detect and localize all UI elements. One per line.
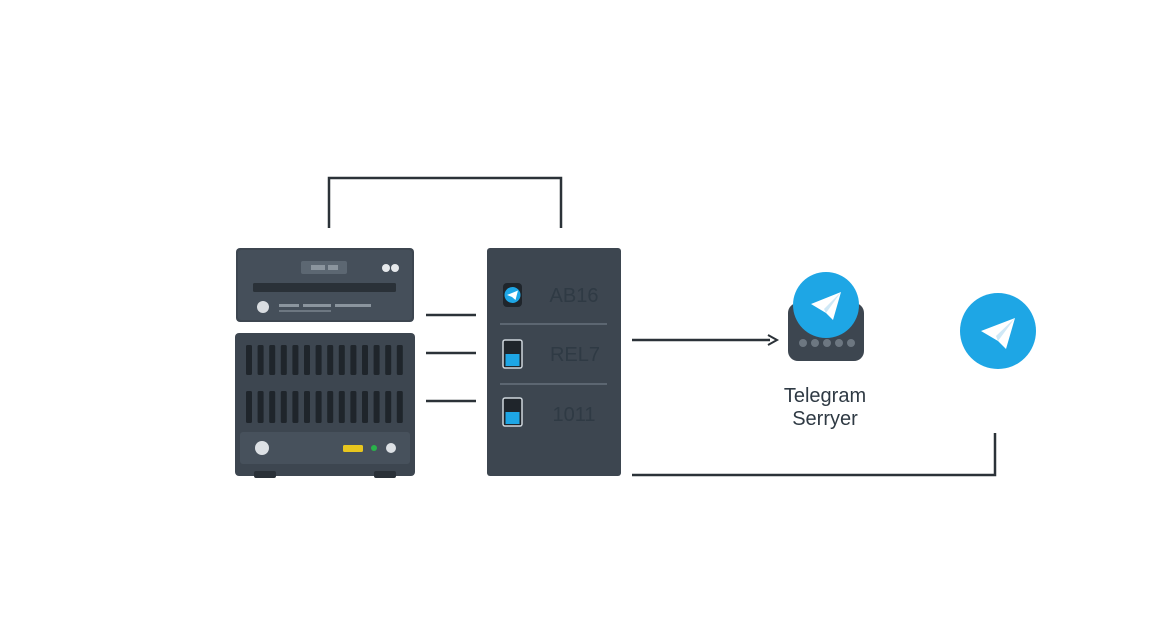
vent-slot [269,391,276,423]
endpoint-telegram-icon [960,293,1036,369]
vent-slot [292,345,299,375]
vent-slot [327,391,334,423]
vent-slot [385,391,392,423]
vent-slot [315,391,322,423]
vent-slot [280,345,287,375]
vent-slot [373,391,380,423]
module-label: 1011 [552,404,595,426]
telegram-plane-icon [793,272,859,338]
reset-button-icon [386,443,396,453]
vent-slot [257,345,264,375]
yellow-status-led [343,445,363,452]
level-bar-icon [502,397,523,427]
power-button-icon [257,301,269,313]
module-panel: AB16 REL7 1011 [487,248,621,476]
vent-slot [350,345,357,375]
module-label: REL7 [550,344,600,366]
vent-slot [280,391,287,423]
status-led-icon [391,264,399,272]
vent-slot [246,345,252,375]
vent-slot [362,391,368,423]
vent-grille [246,345,403,423]
server-label-line-1: Telegram [784,385,866,407]
telegram-badge-icon [503,283,522,307]
connector-lines [327,176,997,477]
server-foot [374,471,396,478]
vent-slot [350,391,357,423]
vent-slot [269,345,276,375]
vent-slot [338,391,345,423]
vent-slot [304,345,310,375]
level-bar-icon [502,339,523,369]
server-label-line-2: Serryer [792,408,858,430]
vent-slot [304,391,310,423]
top-bracket-line [327,176,563,228]
drive-bay-slot [253,283,396,292]
vent-slot [373,345,380,375]
vent-slot [246,391,252,423]
status-led-icon [382,264,390,272]
vent-slot [327,345,334,375]
vent-slot [385,345,392,375]
vent-slot [396,345,403,375]
vent-slot [396,391,403,423]
vent-slot [257,391,264,423]
arrow-head [767,334,780,346]
telegram-server: Telegram Serryer [784,272,866,430]
top-server-unit [236,248,414,322]
vent-slot [362,345,368,375]
return-line [632,433,997,477]
vent-slot [338,345,345,375]
vent-slot [315,345,322,375]
vent-slot [292,391,299,423]
bottom-server-unit [235,333,415,478]
server-foot [254,471,276,478]
server-port-dots [799,339,855,347]
power-button-icon [255,441,269,455]
module-label: AB16 [550,285,599,307]
green-status-led [371,445,377,451]
